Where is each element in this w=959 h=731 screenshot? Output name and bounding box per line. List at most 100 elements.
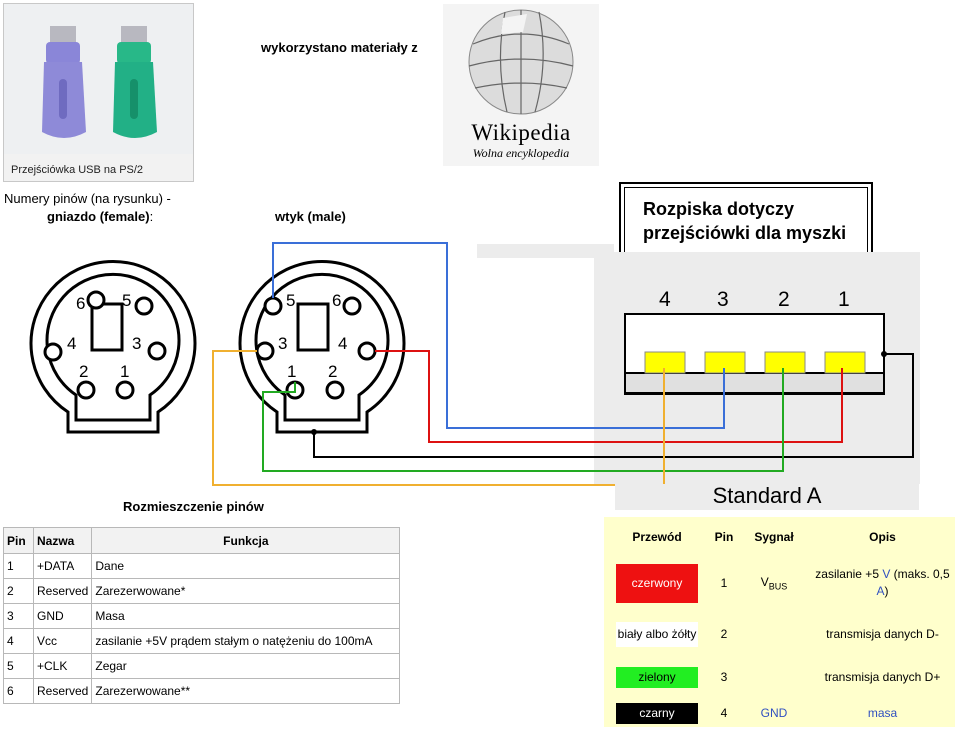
table-cell: Reserved: [32, 578, 93, 604]
male-pins: [255, 296, 377, 400]
table-cell: 5: [3, 653, 34, 679]
table-row: czarny 4 GND masa: [604, 695, 955, 731]
male-connector: 5 6 3 4 1 2: [238, 259, 406, 434]
desc-text: (maks. 0,5: [890, 567, 950, 581]
usb-pad: [764, 351, 806, 374]
female-pin-label: 5: [122, 291, 131, 310]
table-cell: Vcc: [32, 628, 93, 654]
wire-junction: [311, 429, 317, 435]
wikipedia-tagline: Wolna encyklopedia: [472, 146, 570, 160]
table-header: Pin: [714, 530, 734, 544]
female-pin-label: 4: [67, 334, 76, 353]
female-connector: 6 5 4 3 2 1: [29, 259, 197, 434]
female-pin-label: 6: [76, 294, 85, 313]
female-label: gniazdo (female):: [47, 209, 153, 224]
wire-junction: [881, 351, 887, 357]
wikipedia-wordmark: Wikipedia: [471, 120, 571, 145]
table-cell: 3: [3, 603, 34, 629]
table-header-row: Przewód Pin Sygnał Opis: [604, 517, 955, 557]
table-cell: Reserved: [32, 678, 93, 704]
male-label: wtyk (male): [275, 209, 346, 224]
wire-swatch-black: czarny: [616, 702, 698, 724]
table-cell: Dane: [91, 553, 401, 579]
table-cell: 6: [3, 678, 34, 704]
female-pin-label: 2: [79, 362, 88, 381]
note-line-2: przejściówki dla myszki: [643, 223, 847, 243]
table-header: Pin: [3, 527, 34, 554]
female-label-text: gniazdo (female): [47, 209, 150, 224]
table-cell: zasilanie +5V prądem stałym o natężeniu …: [91, 628, 401, 654]
table-header: Przewód: [632, 530, 682, 544]
table-header: Nazwa: [32, 527, 93, 554]
note-line-1: Rozpiska dotyczy: [643, 199, 795, 219]
table-cell: transmisja danych D+: [824, 670, 941, 684]
photo-caption: Przejściówka USB na PS/2: [11, 164, 144, 176]
table-cell: transmisja danych D-: [826, 627, 939, 641]
pin-numbers-label: Numery pinów (na rysunku) -: [4, 191, 171, 206]
desc-text: zasilanie +5: [815, 567, 883, 581]
male-pin-label: 5: [286, 291, 295, 310]
signal-cell: VBUS: [738, 557, 810, 609]
male-pin-label: 2: [328, 362, 337, 381]
table-header: Opis: [869, 530, 896, 544]
usb-connector: 4 3 2 1: [624, 288, 885, 395]
male-pin-label: 1: [287, 362, 296, 381]
wire-black: [313, 353, 914, 458]
table-cell: [738, 609, 810, 659]
table-cell: Zegar: [91, 653, 401, 679]
female-pin-label: 3: [132, 334, 141, 353]
usb-pin-label: 2: [778, 288, 790, 311]
female-label-colon: :: [149, 209, 154, 224]
credit-text: wykorzystano materiały z: [261, 40, 418, 55]
wikipedia-logo: Wikipedia Wolna encyklopedia: [443, 4, 599, 166]
male-pin-label: 6: [332, 291, 341, 310]
table-cell: +DATA: [32, 553, 93, 579]
gray-strip: [477, 244, 614, 258]
table-row: zielony 3 transmisja danych D+: [604, 659, 955, 695]
wiring-diagram: 6 5 4 3 2 1 5 6 3 4 1 2 4 3: [29, 242, 920, 486]
wire-blue: [272, 242, 725, 429]
usb-pin-label: 3: [717, 288, 729, 311]
adapter-image: [4, 4, 193, 154]
male-pin-label: 4: [338, 334, 347, 353]
usb-standard-title: Standard A: [615, 484, 919, 510]
signal-text: V: [760, 574, 769, 589]
wire-swatch-green: zielony: [616, 666, 698, 688]
table-cell: 2: [720, 627, 728, 641]
table-cell: 2: [3, 578, 34, 604]
wire-green: [262, 368, 784, 472]
signal-link[interactable]: GND: [760, 706, 788, 720]
table-cell: 4: [3, 628, 34, 654]
table-row: biały albo żółty 2 transmisja danych D-: [604, 609, 955, 659]
female-pins: [43, 290, 167, 400]
desc-cell: zasilanie +5 V (maks. 0,5 A): [810, 557, 955, 609]
table-cell: Masa: [91, 603, 401, 629]
desc-link[interactable]: masa: [867, 706, 898, 720]
table-header: Sygnał: [754, 530, 794, 544]
unit-link[interactable]: V: [882, 567, 891, 581]
pinout-title: Rozmieszczenie pinów: [123, 499, 264, 514]
adapter-photo: Przejściówka USB na PS/2: [3, 3, 194, 182]
table-cell: 1: [3, 553, 34, 579]
table-cell: GND: [32, 603, 93, 629]
unit-link[interactable]: A: [876, 584, 885, 598]
wire-swatch-red: czerwony: [616, 563, 698, 603]
usb-pin-label: 1: [838, 288, 850, 311]
table-cell: Zarezerwowane*: [91, 578, 401, 604]
table-header: Funkcja: [91, 527, 401, 554]
table-cell: 3: [720, 670, 728, 684]
usb-pad: [824, 351, 866, 374]
wire-table: Przewód Pin Sygnał Opis czerwony 1 VBUS …: [604, 517, 955, 727]
desc-text: ): [884, 584, 889, 598]
globe-icon: [468, 9, 574, 115]
table-cell: 4: [720, 706, 728, 720]
signal-subscript: BUS: [768, 581, 788, 592]
wire-red: [375, 350, 843, 443]
